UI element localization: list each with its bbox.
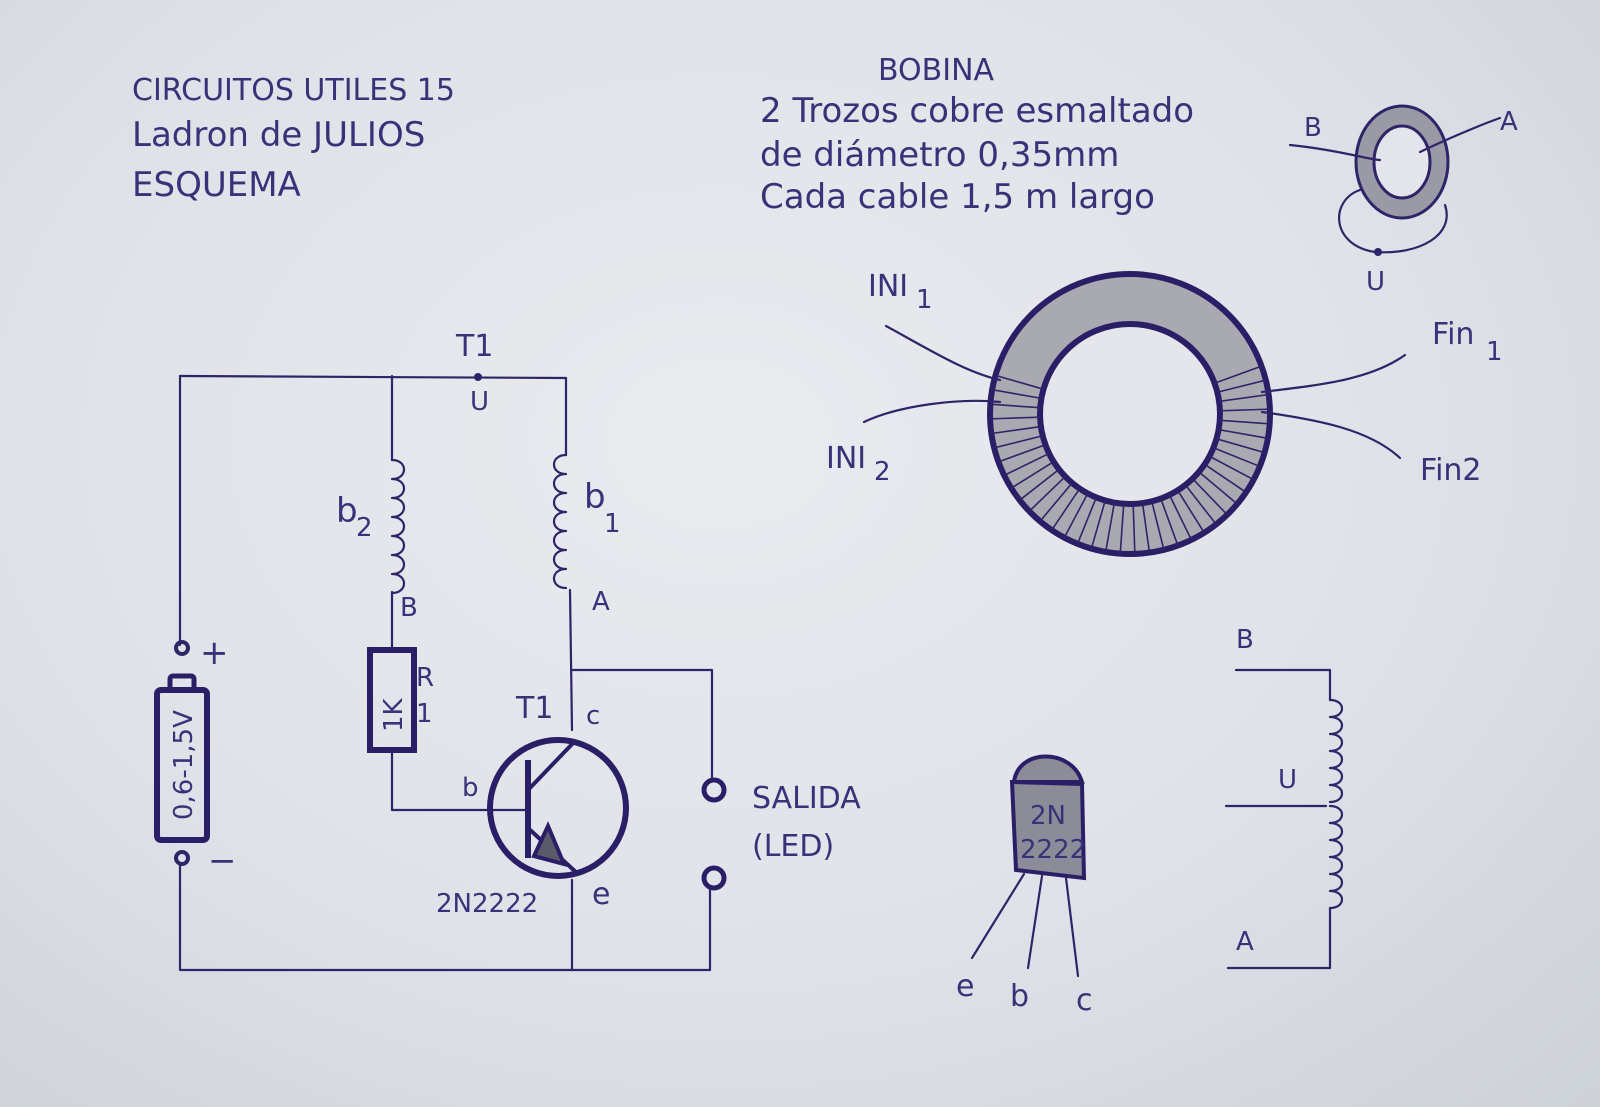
battery-voltage: 0,6-1,5V	[169, 710, 199, 820]
winding-tick	[1132, 503, 1136, 554]
header-line-2: Ladron de JULIOS	[132, 115, 425, 155]
big-toroid-ini1: INI	[868, 269, 908, 304]
coil-notes-title: BOBINA	[878, 53, 995, 88]
resistor-1-label: 1	[416, 699, 433, 729]
big-toroid-ini2-sub: 2	[874, 457, 891, 487]
winding-tick	[1090, 500, 1106, 549]
winding-tick	[1063, 493, 1089, 538]
coil-b1-label: b	[584, 477, 606, 517]
package-text-bottom: 2222	[1020, 835, 1086, 865]
transistor-pin-b: b	[462, 773, 479, 803]
winding-tick	[1039, 482, 1073, 522]
winding-tick	[1184, 484, 1217, 525]
tapped-coil: B U A	[1224, 625, 1344, 970]
schematic: T1 U + 0,6-1,5V − b 2 B 1K R 1 b 1	[154, 329, 861, 972]
winding-tick	[991, 425, 1041, 435]
big-toroid-fin2: Fin2	[1420, 453, 1482, 488]
output-terminal-bottom	[701, 865, 727, 891]
package-pin-e: e	[956, 969, 974, 1004]
winding-tick	[995, 374, 1044, 390]
small-toroid: B A U	[1288, 104, 1518, 297]
winding-tick	[1141, 503, 1151, 553]
salida-label: SALIDA	[752, 781, 861, 816]
battery: 0,6-1,5V	[154, 673, 210, 843]
node-b-label: B	[400, 593, 418, 623]
winding-tick	[1051, 488, 1081, 531]
winding-tick	[1191, 478, 1228, 516]
winding-tick	[1219, 419, 1270, 425]
schematic-t1-top: T1	[455, 329, 493, 364]
winding-tick	[1076, 497, 1098, 545]
winding-tick	[1213, 446, 1261, 468]
coil-notes-line-2: de diámetro 0,35mm	[760, 135, 1119, 175]
winding-tick	[998, 444, 1046, 463]
resistor-value: 1K	[379, 697, 409, 732]
winding-tick	[1204, 463, 1247, 493]
coil-notes-line-1: 2 Trozos cobre esmaltado	[760, 91, 1194, 131]
package-text-top: 2N	[1030, 801, 1066, 831]
winding-tick	[1119, 503, 1125, 554]
schematic-u-label: U	[470, 387, 489, 417]
winding-tick	[1219, 393, 1269, 403]
winding-tick	[1218, 428, 1269, 440]
header-line-1: CIRCUITOS UTILES 15	[132, 73, 455, 108]
big-toroid: INI 1 INI 2 Fin 1 Fin2	[826, 269, 1503, 557]
transistor-t1-label: T1	[515, 691, 553, 726]
winding-tick	[1214, 365, 1262, 384]
coil-b2-sub: 2	[356, 513, 373, 543]
header-block: CIRCUITOS UTILES 15 Ladron de JULIOS ESQ…	[132, 73, 455, 205]
battery-plus-label: +	[200, 633, 229, 673]
transistor-t1: T1 c b e 2N2222	[436, 691, 629, 972]
winding-tick	[991, 388, 1042, 400]
winding-tick	[1003, 452, 1050, 477]
big-toroid-ini2: INI	[826, 441, 866, 476]
winding-tick	[1168, 494, 1193, 541]
winding-tick	[1104, 502, 1116, 553]
winding-tick	[993, 434, 1043, 449]
winding-tick	[1019, 468, 1060, 501]
small-toroid-label-a: A	[1500, 107, 1518, 137]
winding-tick	[1160, 498, 1179, 546]
header-line-3: ESQUEMA	[132, 165, 301, 205]
transistor-pin-c: c	[586, 701, 600, 731]
tapped-coil-label-b: B	[1236, 625, 1254, 655]
battery-minus-label: −	[208, 841, 237, 881]
coil-notes: BOBINA 2 Trozos cobre esmaltado de diáme…	[760, 53, 1194, 217]
winding-tick	[1028, 475, 1066, 512]
winding-tick	[990, 416, 1041, 420]
tapped-coil-label-a: A	[1236, 927, 1254, 957]
package-pin-c: c	[1076, 983, 1093, 1018]
small-toroid-label-u: U	[1366, 267, 1385, 297]
winding-tick	[1209, 455, 1254, 481]
winding-tick	[1010, 461, 1055, 489]
resistor-r-label: R	[416, 663, 434, 693]
node-a-label: A	[592, 587, 610, 617]
winding-tick	[1219, 408, 1270, 412]
big-toroid-fin1: Fin	[1432, 317, 1474, 352]
winding-tick	[1217, 379, 1267, 394]
coil-notes-line-3: Cada cable 1,5 m largo	[760, 177, 1155, 217]
tapped-coil-label-u: U	[1278, 765, 1297, 795]
winding-tick	[1216, 438, 1265, 454]
coil-b1	[552, 453, 568, 590]
transistor-part: 2N2222	[436, 889, 538, 919]
winding-tick	[990, 403, 1041, 409]
coil-b2	[390, 458, 406, 595]
big-toroid-ini1-sub: 1	[916, 285, 933, 315]
small-toroid-label-b: B	[1304, 113, 1322, 143]
led-label: (LED)	[752, 829, 834, 864]
winding-tick	[1177, 489, 1205, 534]
transistor-pin-e: e	[592, 877, 610, 912]
winding-tick	[1150, 501, 1165, 551]
winding-tick	[1198, 471, 1238, 505]
coil-b2-label: b	[336, 491, 358, 531]
coil-b1-sub: 1	[604, 509, 621, 539]
package-pin-b: b	[1010, 979, 1029, 1014]
big-toroid-fin1-sub: 1	[1486, 337, 1503, 367]
output-terminal-top	[701, 777, 727, 803]
transistor-package: 2N 2222 e b c	[956, 754, 1093, 1018]
